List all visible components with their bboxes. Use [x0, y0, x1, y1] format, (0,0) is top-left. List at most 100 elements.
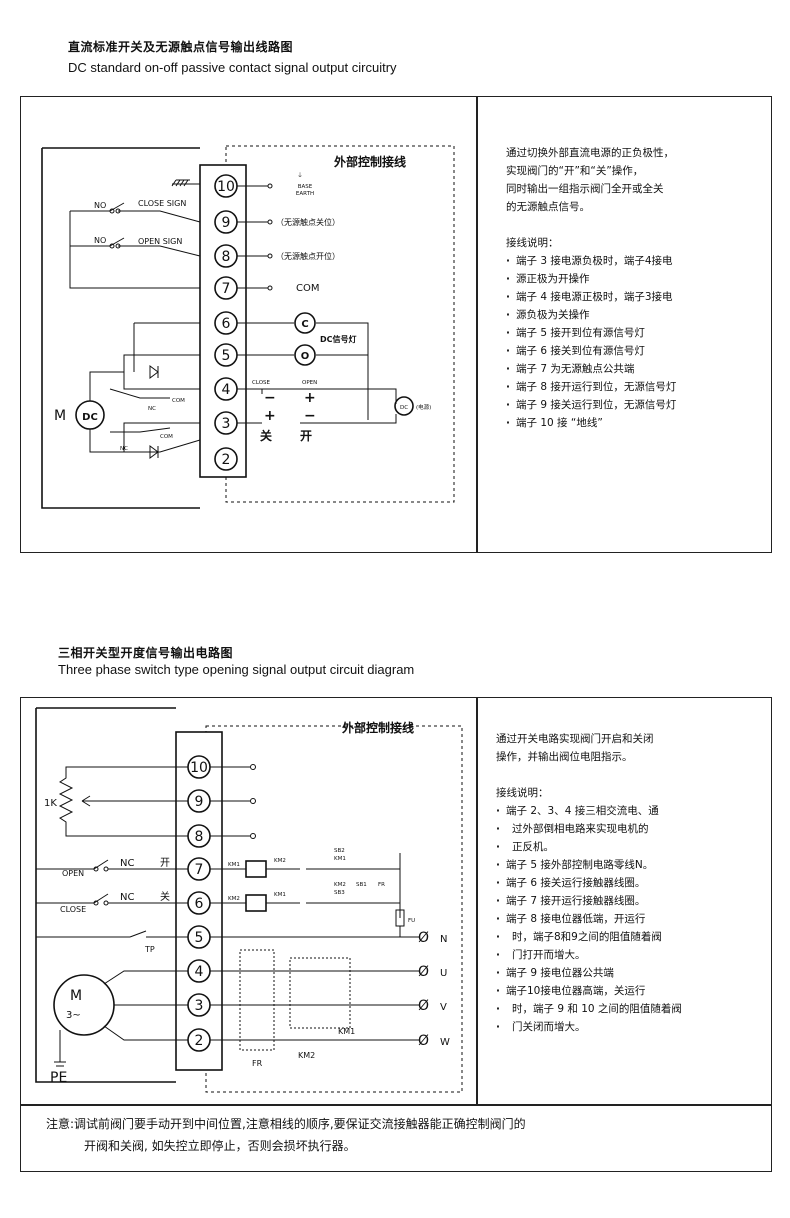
- note-item: 端子 9 接电位器公共端: [496, 964, 766, 982]
- note-intro-line: 的无源触点信号。: [506, 201, 590, 213]
- section2-title-cn: 三相开关型开度信号输出电路图: [58, 646, 234, 660]
- note-item: 端子 7 为无源触点公共端: [506, 360, 766, 378]
- open-label: OPEN: [62, 869, 84, 878]
- phase-v-label: V: [440, 1002, 447, 1013]
- km1-label: KM1: [274, 892, 286, 898]
- note-intro-line: 通过开关电路实现阀门开启和关闭: [496, 733, 654, 745]
- svg-text:3: 3: [195, 998, 204, 1014]
- pot-label: 1K: [44, 798, 57, 809]
- note-item: 正反机。: [496, 838, 766, 856]
- svg-text:2: 2: [195, 1033, 204, 1049]
- phi-symbol: Ø: [418, 998, 429, 1014]
- svg-text:7: 7: [195, 862, 204, 878]
- note-item: 端子 10 接 “地线”: [506, 414, 766, 432]
- svg-text:2: 2: [222, 452, 231, 468]
- no-label-1: NO: [94, 201, 106, 210]
- svg-text:10: 10: [190, 760, 208, 776]
- tp-label: TP: [144, 945, 155, 954]
- fr-label: FR: [252, 1059, 263, 1068]
- svg-text:8: 8: [222, 249, 231, 265]
- note-item: 端子 4 接电源正极时，端子3接电: [506, 288, 766, 306]
- phi-symbol: Ø: [418, 930, 429, 946]
- section1-notes: 通过切换外部直流电源的正负极性， 实现阀门的“开”和“关”操作， 同时输出一组指…: [506, 144, 766, 432]
- close-sign-label: CLOSE SIGN: [138, 199, 186, 208]
- km1-coil: [245, 860, 267, 878]
- terminal-strip: [175, 731, 223, 1071]
- ground-icon: [171, 179, 200, 187]
- svg-text:7: 7: [222, 281, 231, 297]
- fr-label: FR: [378, 882, 385, 888]
- plus-sign: +: [264, 408, 276, 424]
- phi-symbol: Ø: [418, 964, 429, 980]
- phi-symbol: Ø: [418, 1033, 429, 1049]
- earth-icon: ⏚: [297, 172, 303, 179]
- dc-lamp-label: DC信号灯: [320, 334, 357, 344]
- motor-m-label: M: [70, 988, 82, 1004]
- dc-source-icon: [394, 396, 414, 416]
- section2-diagram: 外部控制接线 10 9 8 7 6 5 4 3 2 1K OPEN NC 开 C…: [35, 707, 463, 1093]
- terminal-10: 10: [187, 755, 211, 779]
- external-control-box: [205, 725, 463, 1093]
- nc-label-2: NC: [120, 892, 134, 903]
- section2-divider: [476, 697, 478, 1104]
- km2-label: KM2: [228, 896, 240, 902]
- motor-icon: [53, 974, 115, 1036]
- close-cn-label: 关: [260, 428, 272, 443]
- com-label-1: COM: [172, 398, 185, 404]
- section1-panel: [20, 96, 772, 553]
- open-cn-label: 开: [160, 858, 170, 869]
- note-item: 端子 8 接开运行到位，无源信号灯: [506, 378, 766, 396]
- open-sign-label: OPEN SIGN: [138, 237, 182, 246]
- km2-label: KM2: [274, 858, 286, 864]
- motor-dc-label: DC: [82, 412, 98, 423]
- svg-text:6: 6: [222, 316, 231, 332]
- close-lamp-label: C: [301, 319, 308, 330]
- close-label: CLOSE: [60, 905, 86, 914]
- svg-text:4: 4: [222, 382, 231, 398]
- section1-title-cn: 直流标准开关及无源触点信号输出线路图: [68, 40, 294, 54]
- pe-label: PE: [50, 1070, 67, 1086]
- note-item: 端子 3 接电源负极时，端子4接电: [506, 252, 766, 270]
- note-intro-line: 实现阀门的“开”和“关”操作，: [506, 165, 644, 177]
- note-item: 门打开而增大。: [496, 946, 766, 964]
- svg-text:9: 9: [222, 215, 231, 231]
- note-item: 源负极为关操作: [506, 306, 766, 324]
- phase-n-label: N: [440, 934, 447, 945]
- svg-text:8: 8: [195, 829, 204, 845]
- plus-sign: +: [304, 390, 316, 406]
- note-item: 端子 6 接关运行接触器线圈。: [496, 874, 766, 892]
- nc-label-1: NC: [120, 858, 134, 869]
- note-intro-line: 同时输出一组指示阀门全开或全关: [506, 183, 664, 195]
- minus-sign: −: [304, 408, 316, 424]
- svg-text:6: 6: [195, 896, 204, 912]
- note-item: 时，端子8和9之间的阻值随着阀: [496, 928, 766, 946]
- motor-m-label: M: [54, 408, 66, 424]
- no-label-2: NO: [94, 236, 106, 245]
- km1-label: KM1: [334, 856, 346, 862]
- warning-line: 注意:调试前阀门要手动开到中间位置,注意相线的顺序,要保证交流接触器能正确控制阀…: [46, 1117, 526, 1131]
- external-control-label: 外部控制接线: [342, 720, 414, 735]
- note-item: 时，端子 9 和 10 之间的阻值随着阀: [496, 1000, 766, 1018]
- note-item: 端子 5 接开到位有源信号灯: [506, 324, 766, 342]
- section1-divider: [476, 96, 478, 553]
- warning-line: 开阀和关阀, 如失控立即停止，否则会损坏执行器。: [84, 1139, 356, 1153]
- sb1-label: SB1: [356, 882, 367, 888]
- earth-label: EARTH: [296, 191, 314, 197]
- km1-label: KM1: [338, 1027, 355, 1036]
- section2-title-en: Three phase switch type opening signal o…: [58, 662, 415, 677]
- section2-panel: [20, 697, 772, 1172]
- note-item: 过外部倒相电路来实现电机的: [496, 820, 766, 838]
- open-label: OPEN: [302, 380, 317, 386]
- note-item: 端子 9 接关运行到位，无源信号灯: [506, 396, 766, 414]
- note-item: 端子 6 接关到位有源信号灯: [506, 342, 766, 360]
- nc-label-2: NC: [120, 446, 128, 452]
- svg-text:10: 10: [217, 179, 235, 195]
- com-label: COM: [296, 283, 319, 294]
- svg-text:4: 4: [195, 964, 204, 980]
- close-lamp-icon: [294, 312, 316, 334]
- terminal-2: 2: [214, 447, 238, 471]
- sb2-label: SB2: [334, 848, 345, 854]
- note-item: 端子 2、3、4 接三相交流电、通: [496, 802, 766, 820]
- km2-coil: [245, 894, 267, 912]
